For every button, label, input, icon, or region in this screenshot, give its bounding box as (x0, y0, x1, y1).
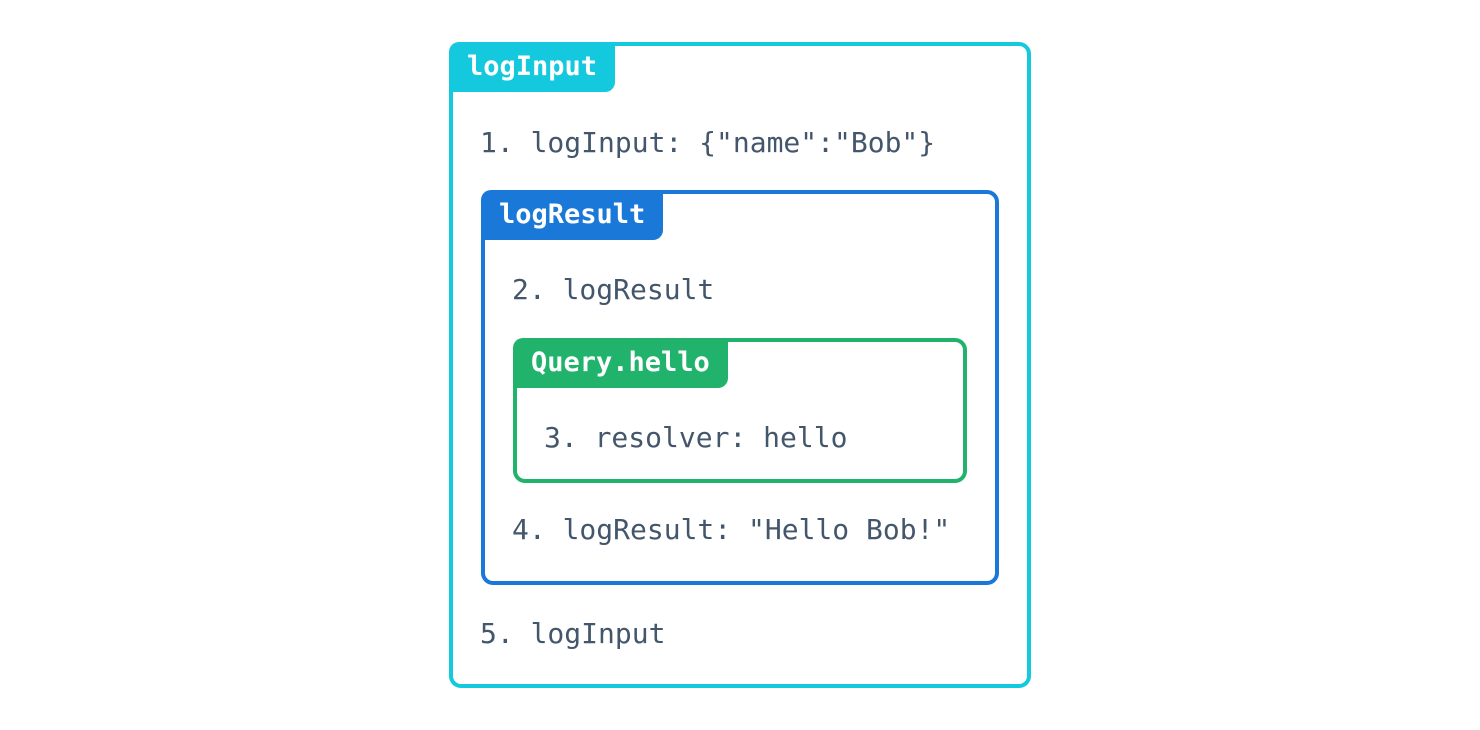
step-5-loginput-after: 5. logInput (480, 617, 666, 650)
query-hello-resolver-box: Query.hello 3. resolver: hello (513, 338, 967, 483)
step-1-loginput-before: 1. logInput: {"name":"Bob"} (480, 126, 936, 159)
step-2-logresult-before: 2. logResult (512, 273, 715, 306)
loginput-middleware-box: logInput 1. logInput: {"name":"Bob"} log… (449, 42, 1031, 688)
logresult-badge: logResult (481, 190, 664, 240)
loginput-badge: logInput (449, 42, 616, 92)
step-4-logresult-after: 4. logResult: "Hello Bob!" (512, 513, 951, 546)
query-hello-badge: Query.hello (513, 338, 728, 388)
logresult-middleware-box: logResult 2. logResult Query.hello 3. re… (481, 190, 999, 585)
step-3-resolver: 3. resolver: hello (544, 421, 848, 454)
